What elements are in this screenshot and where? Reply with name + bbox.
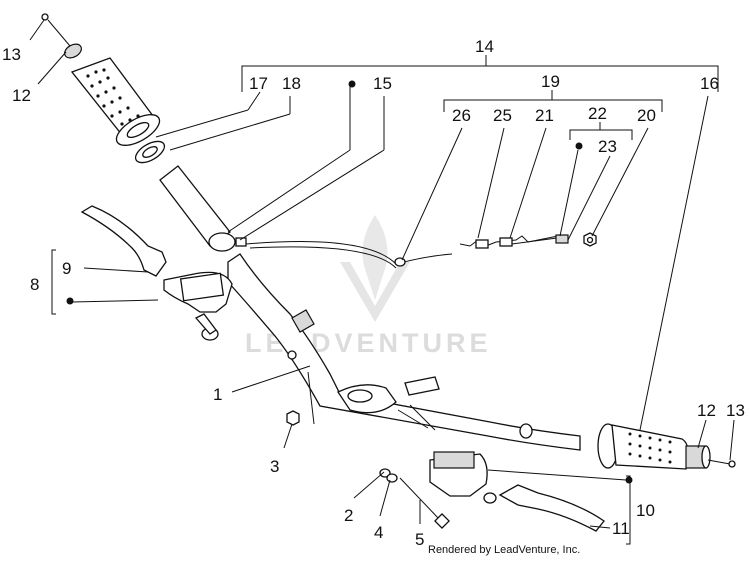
callout-2: 2 xyxy=(344,506,353,525)
handlebar[interactable] xyxy=(227,253,581,451)
callout-labels: 13 12 14 17 18 15 19 16 26 25 21 22 20 2… xyxy=(2,37,745,549)
callout-23: 23 xyxy=(598,137,617,156)
callout-10: 10 xyxy=(636,501,655,520)
callout-19: 19 xyxy=(541,72,560,91)
nut[interactable] xyxy=(286,410,300,426)
left-grip[interactable] xyxy=(70,57,164,152)
callout-18: 18 xyxy=(282,74,301,93)
callout-12-right: 12 xyxy=(697,401,716,420)
right-bar-end-weight[interactable] xyxy=(685,445,736,469)
callout-13-left: 13 xyxy=(2,45,21,64)
callout-26: 26 xyxy=(452,106,471,125)
callout-21: 21 xyxy=(535,106,554,125)
leader-lines xyxy=(29,19,735,545)
right-grip[interactable] xyxy=(597,423,689,470)
cable-nut[interactable] xyxy=(583,232,597,247)
right-master-cylinder[interactable] xyxy=(429,451,497,504)
left-master-cylinder[interactable] xyxy=(163,271,233,341)
callout-22: 22 xyxy=(588,104,607,123)
callout-14: 14 xyxy=(475,37,494,56)
callout-9: 9 xyxy=(62,259,71,278)
washer[interactable] xyxy=(379,468,398,483)
callout-4: 4 xyxy=(374,523,383,542)
callout-8: 8 xyxy=(30,275,39,294)
left-grip-washer[interactable] xyxy=(132,137,168,167)
callout-17: 17 xyxy=(249,74,268,93)
callout-12-left: 12 xyxy=(12,86,31,105)
credit-text: Rendered by LeadVenture, Inc. xyxy=(428,544,580,556)
callout-1: 1 xyxy=(213,385,222,404)
watermark-logo xyxy=(340,215,410,322)
callout-25: 25 xyxy=(493,106,512,125)
callout-11: 11 xyxy=(612,519,630,538)
left-brake-lever[interactable] xyxy=(80,205,167,277)
callout-20: 20 xyxy=(637,106,656,125)
right-brake-lever[interactable] xyxy=(498,484,605,532)
callout-5: 5 xyxy=(415,530,424,549)
callout-16: 16 xyxy=(700,74,719,93)
cable-adjuster[interactable] xyxy=(459,234,569,249)
left-bar-end-weight[interactable] xyxy=(41,13,84,61)
callout-dots xyxy=(66,80,633,484)
callout-3: 3 xyxy=(270,457,279,476)
callout-15: 15 xyxy=(373,74,392,93)
mounting-bolt[interactable] xyxy=(399,477,450,529)
throttle-tube[interactable] xyxy=(159,165,247,252)
callout-13-right: 13 xyxy=(726,401,745,420)
